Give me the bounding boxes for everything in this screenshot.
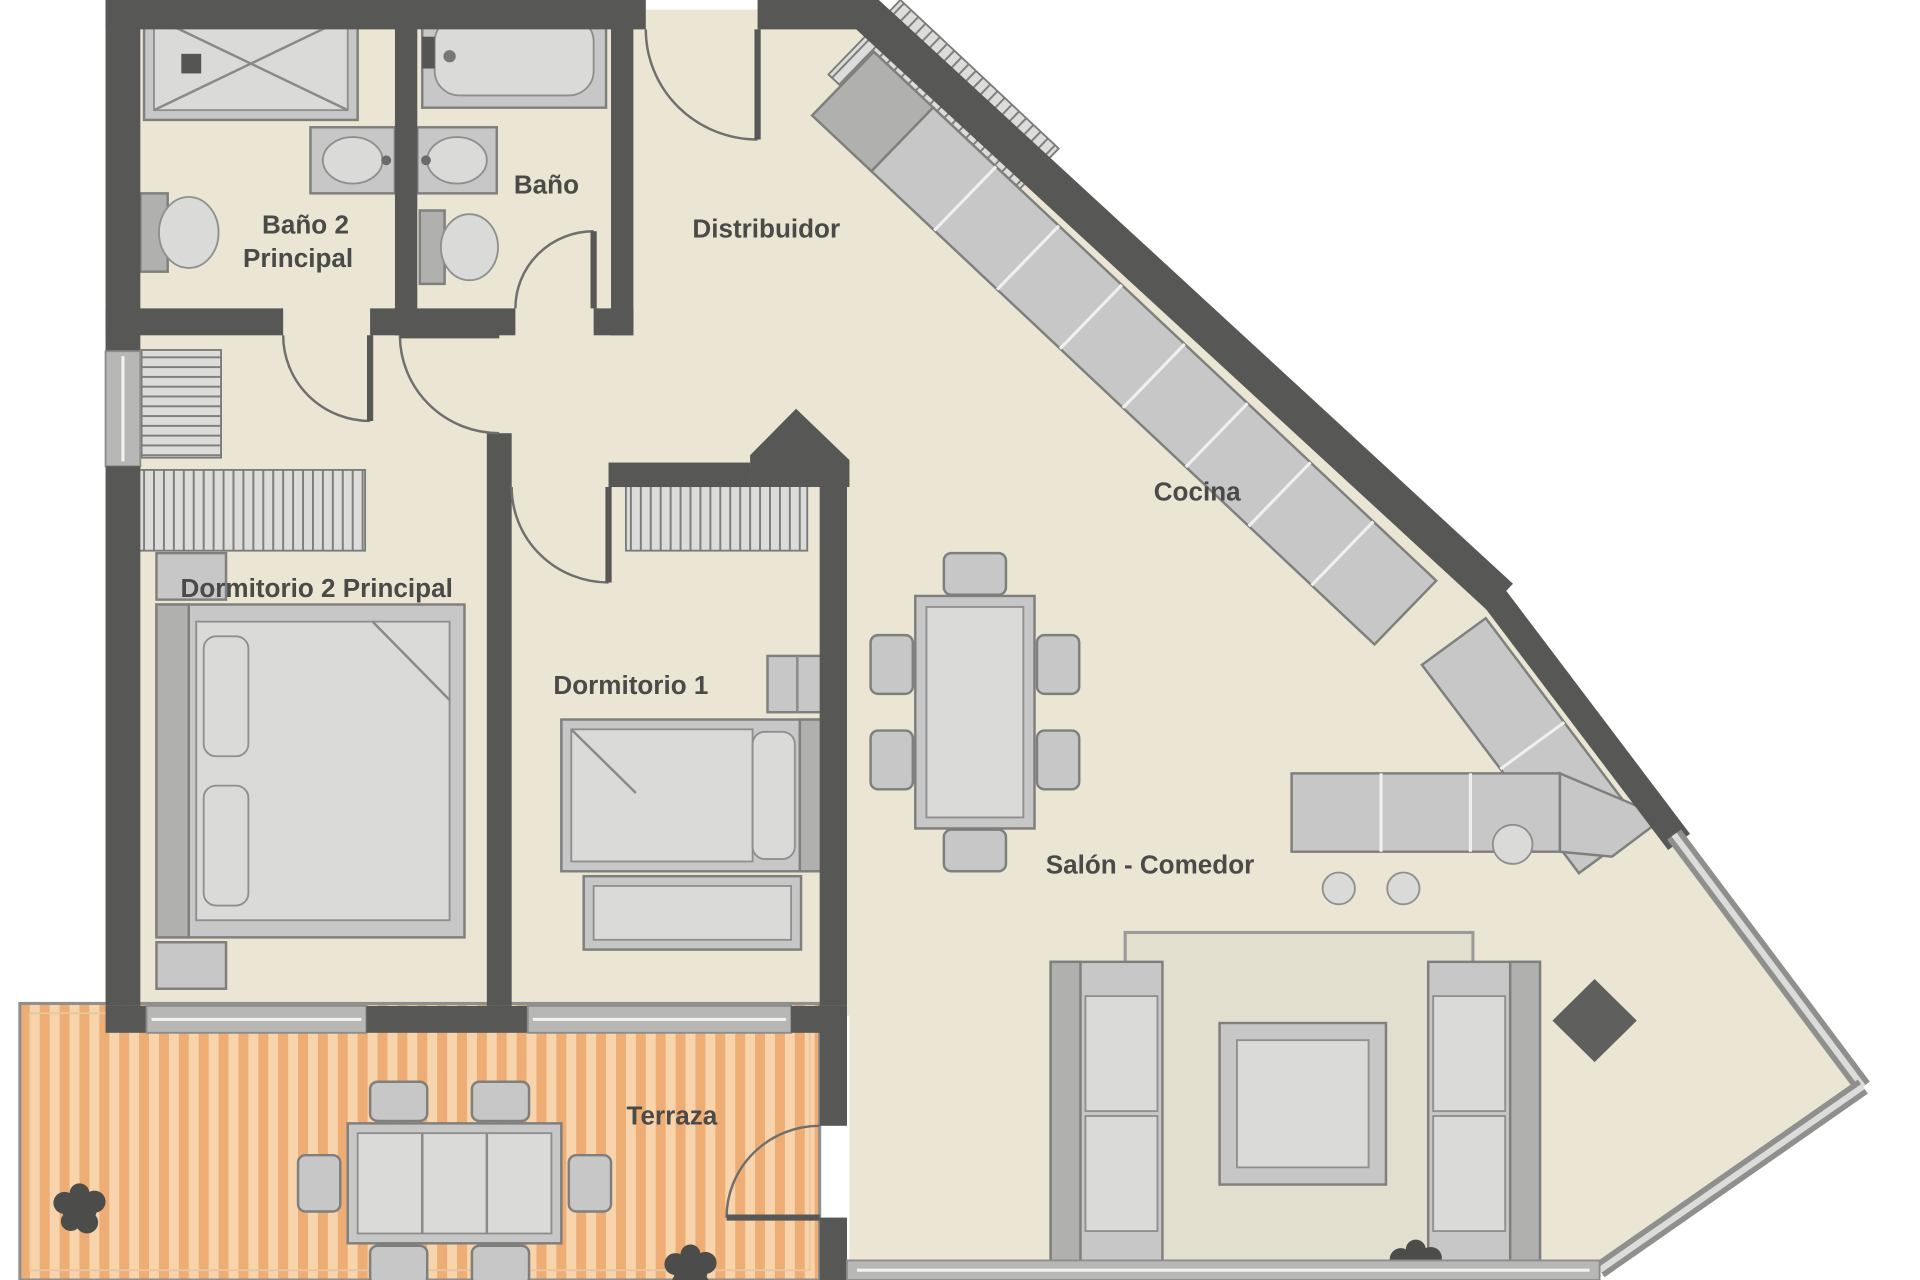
- room-label-dormitorio2: Dormitorio 2 Principal: [181, 575, 453, 603]
- wall-under-bath-b: [370, 308, 516, 336]
- room-label-terraza: Terraza: [626, 1103, 717, 1131]
- chair: [296, 1153, 342, 1213]
- terrace-table-top: [356, 1132, 553, 1235]
- room-label-cocina: Cocina: [1154, 479, 1242, 507]
- room-label-bano: Baño: [514, 172, 579, 200]
- wall-left-upper: [105, 0, 141, 352]
- doors: [281, 29, 820, 1221]
- door-arc-terraza: [725, 1124, 820, 1218]
- wall-under-bath-c: [593, 308, 634, 336]
- room-label-bano2-line1: Baño 2: [262, 212, 349, 240]
- door-arc-bano: [514, 230, 594, 309]
- door-arc-dormitorio1: [510, 487, 609, 584]
- pillow: [751, 730, 796, 860]
- dormitorio2-furniture: [155, 551, 466, 990]
- room-label-bano2-line2: Principal: [243, 245, 353, 273]
- nightstand: [155, 941, 228, 990]
- door-arc-entry: [644, 29, 758, 141]
- chair: [869, 633, 915, 696]
- chair: [942, 551, 1008, 596]
- sofa-cushion: [1084, 995, 1159, 1113]
- wall-under-bath-a: [105, 308, 284, 336]
- bed-fold-line: [570, 728, 637, 794]
- bar-stool: [1491, 823, 1534, 865]
- wall-diagonal-kitchen: [844, 0, 1513, 611]
- wardrobe-dormitorio2: [138, 468, 367, 552]
- bano2-fixtures: [139, 6, 397, 273]
- chair: [942, 828, 1008, 873]
- sofa-cushion: [1084, 1115, 1159, 1232]
- wall-bath-divider-1: [394, 0, 418, 336]
- sofa-back: [1508, 960, 1542, 1267]
- pillow: [202, 635, 250, 758]
- wall-dormitorio1-right: [819, 462, 847, 1006]
- sofa-back: [1049, 960, 1082, 1267]
- bathtub-tap: [422, 36, 435, 69]
- sofa-cushion: [1432, 1115, 1507, 1232]
- wall-bottom-b: [366, 1005, 528, 1033]
- kitchen: [810, 50, 1667, 906]
- toilet-bowl: [158, 196, 220, 269]
- chair: [368, 1244, 429, 1280]
- room-label-dormitorio1: Dormitorio 1: [553, 672, 708, 700]
- bed-fold-line: [371, 620, 451, 701]
- wall-bedroom-divider: [486, 433, 512, 1006]
- faucet: [381, 155, 392, 166]
- bathtub-drain: [443, 50, 456, 63]
- terrace-furniture: [296, 1080, 613, 1280]
- wall-bath-divider-2: [611, 0, 634, 336]
- pillow: [202, 784, 250, 907]
- bench-top: [592, 885, 793, 941]
- chair: [470, 1244, 531, 1280]
- wall-diagonal-east: [1479, 584, 1691, 850]
- dining-table-top: [925, 606, 1025, 819]
- room-label-salon: Salón - Comedor: [1046, 852, 1255, 880]
- chair: [368, 1080, 429, 1123]
- chair: [567, 1153, 613, 1213]
- radiator-closet: [140, 349, 222, 459]
- chair: [1035, 729, 1081, 791]
- bar-stool: [1386, 871, 1421, 906]
- mattress: [570, 728, 754, 863]
- wall-bottom-c: [791, 1005, 847, 1033]
- faucet: [421, 155, 431, 166]
- coffee-table-top: [1236, 1039, 1370, 1169]
- walls: [104, 0, 1870, 1280]
- nightstand: [155, 551, 228, 601]
- wall-left-lower: [105, 466, 141, 1006]
- chair: [1035, 633, 1081, 696]
- wall-dormitorio1-top: [608, 462, 751, 488]
- room-labels: Baño 2 Principal Baño Distribuidor Cocin…: [181, 172, 1255, 1131]
- headboard: [155, 603, 191, 939]
- chair: [470, 1080, 531, 1123]
- door-arc-bano2: [281, 335, 371, 423]
- shower-drain: [181, 53, 202, 74]
- room-label-distribuidor: Distribuidor: [692, 216, 840, 244]
- sink-basin: [321, 136, 384, 185]
- toilet-bowl: [439, 213, 499, 282]
- dining-set: [869, 551, 1081, 873]
- bar-stool: [1321, 871, 1356, 906]
- wall-salon-terrace-b: [819, 1217, 847, 1280]
- chair: [869, 729, 915, 791]
- wall-bottom-a: [105, 1005, 147, 1033]
- sink-basin: [426, 136, 488, 185]
- wall-top-left: [105, 0, 646, 30]
- sofa-cushion: [1432, 995, 1507, 1113]
- shower-diagonal: [153, 16, 349, 112]
- dormitorio1-furniture: [560, 654, 831, 951]
- door-arc-dormitorio2: [398, 335, 500, 435]
